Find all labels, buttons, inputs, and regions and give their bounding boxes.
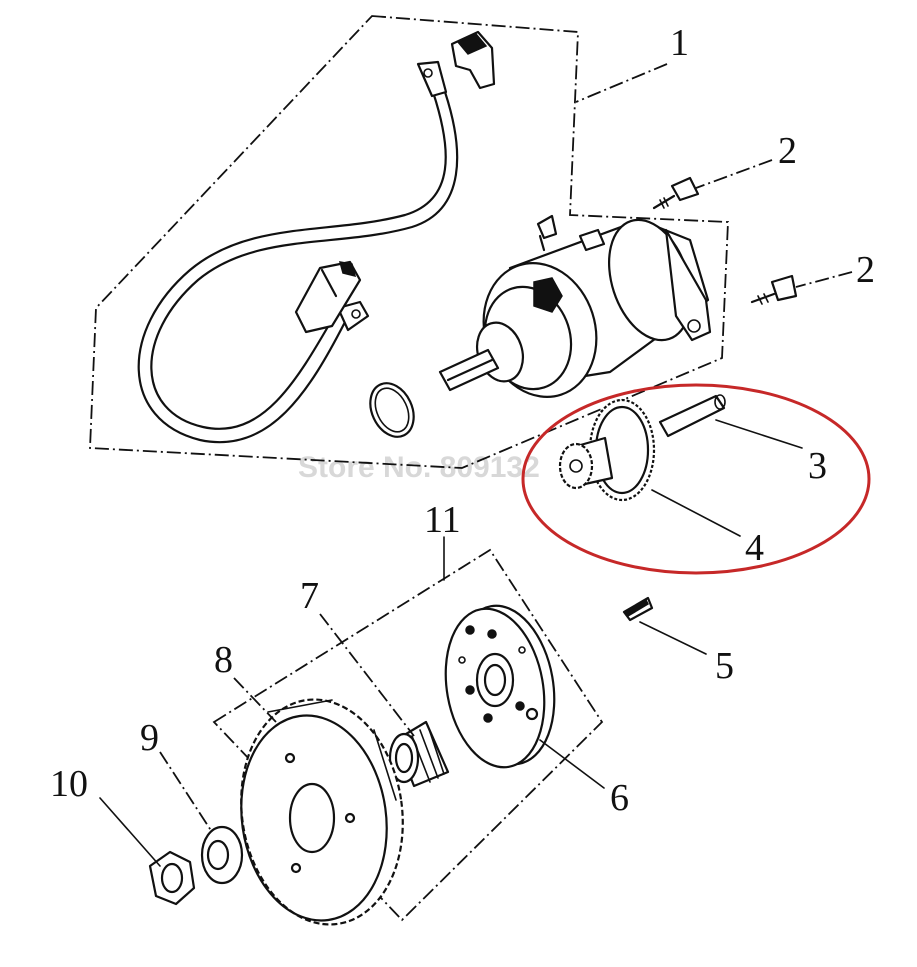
callout-7: 7 — [300, 575, 319, 617]
assembly-boundary-11 — [212, 548, 604, 922]
woodruff-key — [622, 596, 654, 622]
callout-2-lower: 2 — [856, 249, 875, 291]
starter-clutch — [444, 604, 556, 769]
leader-lines — [99, 63, 853, 867]
callout-1: 1 — [670, 22, 689, 64]
o-ring — [369, 382, 415, 438]
starter-driven-gear — [240, 698, 404, 926]
callout-10: 10 — [50, 763, 88, 805]
idler-gear — [558, 398, 656, 502]
flange-nut — [148, 850, 196, 906]
starter-motor — [438, 214, 712, 398]
callout-11: 11 — [424, 499, 461, 541]
callout-5: 5 — [715, 645, 734, 687]
mounting-bolt-lower — [750, 274, 798, 305]
callout-3: 3 — [808, 445, 827, 487]
mounting-bolt-upper — [652, 176, 700, 210]
callout-4: 4 — [745, 527, 764, 569]
callout-6: 6 — [610, 777, 629, 819]
callout-8: 8 — [214, 639, 233, 681]
terminal-boot — [450, 30, 496, 90]
highlight-circle — [521, 383, 871, 575]
assembly-boundary-1 — [89, 15, 729, 469]
idler-shaft — [658, 394, 726, 438]
starter-cable — [137, 60, 459, 444]
washer — [200, 825, 244, 885]
cable-connector — [294, 260, 362, 334]
store-watermark: Store No. 809132 — [298, 451, 540, 484]
callout-9: 9 — [140, 717, 159, 759]
one-way-bearing — [388, 720, 450, 788]
callout-2-upper: 2 — [778, 130, 797, 172]
